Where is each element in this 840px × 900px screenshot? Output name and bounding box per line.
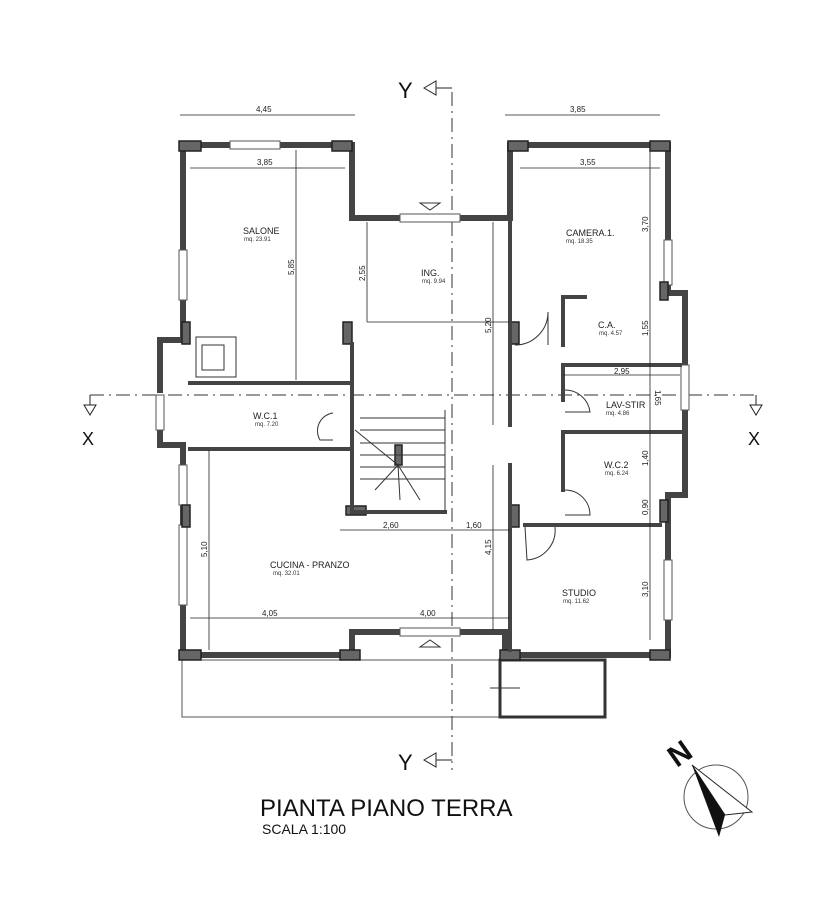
svg-text:5,10: 5,10 bbox=[200, 541, 209, 557]
room-camera-1: CAMERA.1. mq. 18.35 bbox=[566, 228, 615, 245]
north-compass-icon: N bbox=[662, 734, 754, 837]
svg-text:3,85: 3,85 bbox=[257, 158, 273, 167]
room-lav-stir: LAV-STIR mq. 4.86 bbox=[606, 400, 646, 417]
svg-text:0,90: 0,90 bbox=[641, 499, 650, 515]
section-marker-y-top: Y bbox=[398, 78, 452, 103]
svg-text:5,85: 5,85 bbox=[287, 259, 296, 275]
room-studio: STUDIO mq. 11.62 bbox=[562, 588, 596, 605]
svg-text:X: X bbox=[82, 429, 94, 449]
room-cucina-pranzo: CUCINA - PRANZO mq. 32.01 bbox=[270, 560, 350, 577]
svg-text:mq. 4.57: mq. 4.57 bbox=[599, 331, 623, 337]
svg-text:mq. 32.01: mq. 32.01 bbox=[273, 571, 300, 577]
dimension-labels: 4,45 3,85 3,85 3,55 5,85 2,55 5,20 3,70 … bbox=[200, 105, 662, 618]
staircase bbox=[354, 410, 446, 512]
svg-text:4,05: 4,05 bbox=[262, 609, 278, 618]
svg-text:W.C.1: W.C.1 bbox=[253, 411, 278, 421]
svg-text:1,55: 1,55 bbox=[641, 320, 650, 336]
svg-text:CAMERA.1.: CAMERA.1. bbox=[566, 228, 615, 238]
section-axes bbox=[90, 92, 755, 770]
svg-text:mq. 6.24: mq. 6.24 bbox=[605, 471, 629, 477]
doors bbox=[316, 202, 591, 648]
svg-text:ING.: ING. bbox=[421, 268, 440, 278]
svg-text:3,85: 3,85 bbox=[570, 105, 586, 114]
section-marker-x-right: X bbox=[748, 395, 763, 449]
svg-text:C.A.: C.A. bbox=[598, 320, 616, 330]
plan-scale: SCALA 1:100 bbox=[262, 821, 346, 837]
svg-text:2,55: 2,55 bbox=[358, 265, 367, 281]
room-ingresso: ING. mq. 9.94 bbox=[421, 268, 446, 285]
svg-text:4,15: 4,15 bbox=[484, 539, 493, 555]
interior-walls bbox=[188, 220, 682, 652]
svg-text:mq. 4.86: mq. 4.86 bbox=[606, 411, 630, 417]
svg-text:Y: Y bbox=[398, 78, 413, 103]
svg-text:1,40: 1,40 bbox=[641, 450, 650, 466]
svg-text:1,60: 1,60 bbox=[466, 521, 482, 530]
svg-text:X: X bbox=[748, 429, 760, 449]
room-wc-1: W.C.1 mq. 7.20 bbox=[253, 411, 279, 428]
svg-text:3,10: 3,10 bbox=[641, 581, 650, 597]
svg-text:LAV-STIR: LAV-STIR bbox=[606, 400, 646, 410]
dimension-lines bbox=[180, 114, 680, 650]
section-marker-x-left: X bbox=[82, 395, 97, 449]
svg-text:CUCINA - PRANZO: CUCINA - PRANZO bbox=[270, 560, 350, 570]
svg-text:mq. 9.94: mq. 9.94 bbox=[422, 279, 446, 285]
balcony bbox=[181, 658, 607, 719]
windows bbox=[155, 140, 690, 637]
svg-text:mq. 7.20: mq. 7.20 bbox=[255, 422, 279, 428]
plan-title: PIANTA PIANO TERRA bbox=[260, 795, 513, 822]
svg-text:4,45: 4,45 bbox=[256, 105, 272, 114]
svg-text:3,55: 3,55 bbox=[580, 158, 596, 167]
svg-text:N: N bbox=[662, 734, 699, 773]
svg-text:mq. 18.35: mq. 18.35 bbox=[566, 239, 593, 245]
svg-text:1,65: 1,65 bbox=[653, 390, 662, 406]
svg-text:2,60: 2,60 bbox=[383, 521, 399, 530]
svg-text:Y: Y bbox=[398, 750, 413, 775]
svg-text:STUDIO: STUDIO bbox=[562, 588, 596, 598]
svg-text:W.C.2: W.C.2 bbox=[604, 460, 629, 470]
svg-text:2,95: 2,95 bbox=[614, 367, 630, 376]
svg-text:SALONE: SALONE bbox=[243, 226, 280, 236]
svg-text:3,70: 3,70 bbox=[641, 216, 650, 232]
room-salone: SALONE mq. 23.91 bbox=[243, 226, 280, 243]
svg-text:mq. 23.91: mq. 23.91 bbox=[244, 237, 271, 243]
svg-text:4,00: 4,00 bbox=[420, 609, 436, 618]
svg-text:mq. 11.62: mq. 11.62 bbox=[563, 599, 590, 605]
room-ca: C.A. mq. 4.57 bbox=[598, 320, 623, 337]
section-marker-y-bottom: Y bbox=[398, 750, 452, 775]
room-wc-2: W.C.2 mq. 6.24 bbox=[604, 460, 629, 477]
svg-text:5,20: 5,20 bbox=[484, 317, 493, 333]
